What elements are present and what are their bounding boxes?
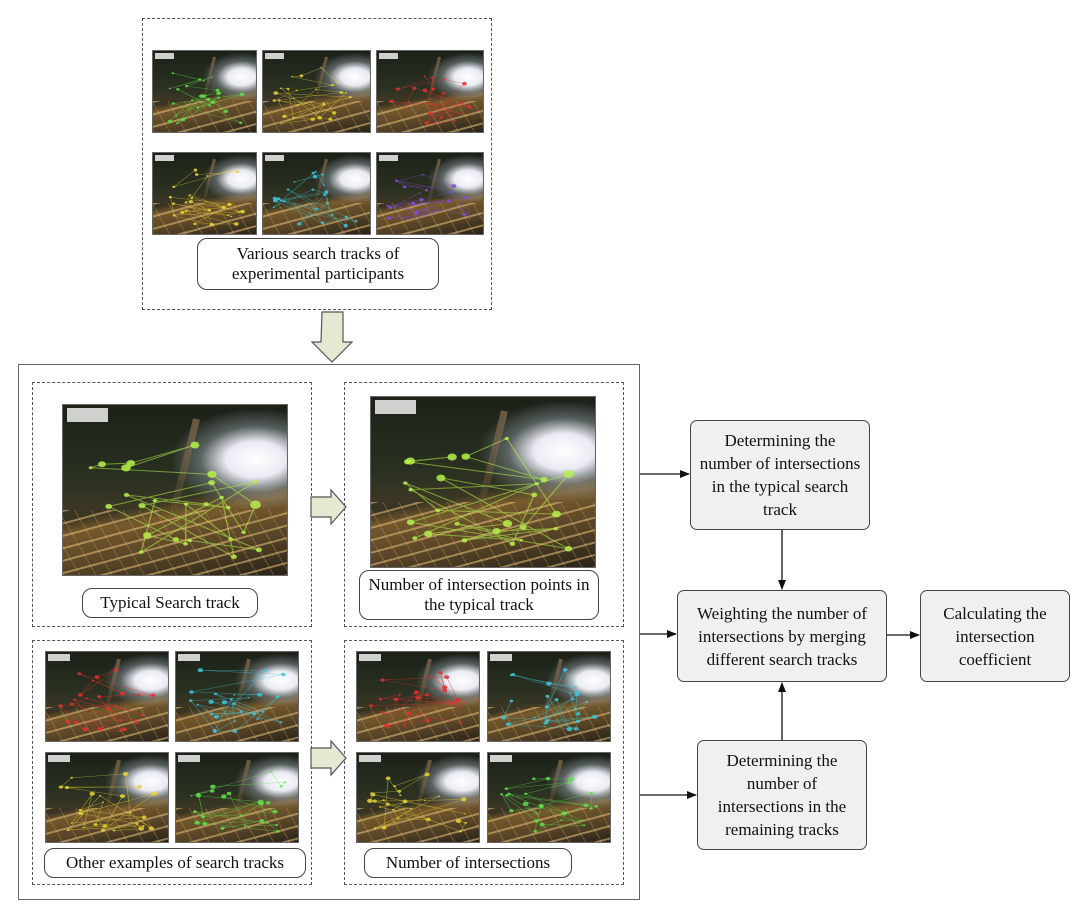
track-image-yellow-2	[152, 152, 257, 235]
gaze-points	[167, 72, 245, 125]
gaze-points	[188, 668, 286, 734]
gaze-points	[388, 75, 472, 125]
step-calculate-coefficient: Calculating the intersection coefficient	[920, 590, 1070, 682]
intersection-typical-image	[370, 396, 596, 568]
label-typical-track: Typical Search track	[82, 588, 258, 618]
track-image-red	[376, 50, 484, 133]
label-intersection-points-typical: Number of intersection points in the typ…	[359, 570, 599, 620]
analysis-container	[18, 364, 640, 900]
participants-tracks-group	[142, 18, 492, 310]
block-arrow-down	[310, 311, 354, 363]
typical-track-image	[62, 404, 288, 576]
step-determine-remaining: Determining the number of intersections …	[697, 740, 867, 850]
intersection-track-green	[487, 752, 611, 843]
gaze-points	[58, 668, 156, 733]
other-track-yellow	[45, 752, 169, 843]
other-track-cyan	[175, 651, 299, 742]
other-track-red	[45, 651, 169, 742]
intersection-track-yellow	[356, 752, 480, 843]
track-image-green	[152, 50, 257, 133]
step-weighting: Weighting the number of intersections by…	[677, 590, 887, 682]
track-image-purple	[376, 152, 484, 235]
gaze-points	[190, 770, 287, 833]
track-image-yellow	[262, 50, 371, 133]
gaze-points	[369, 671, 466, 729]
gaze-points	[403, 436, 574, 552]
gaze-points	[58, 771, 158, 832]
gaze-points	[272, 170, 358, 228]
gaze-points	[272, 67, 352, 125]
intersection-track-cyan	[487, 651, 611, 742]
gaze-points	[501, 668, 598, 732]
label-number-of-intersections: Number of intersections	[364, 848, 572, 878]
track-image-cyan	[262, 152, 371, 235]
gaze-points	[367, 772, 467, 833]
other-track-green	[175, 752, 299, 843]
step-determine-typical: Determining the number of intersections …	[690, 420, 870, 530]
label-various-tracks: Various search tracks of experimental pa…	[197, 238, 439, 290]
gaze-points	[88, 441, 262, 560]
gaze-points	[500, 776, 599, 833]
label-other-examples: Other examples of search tracks	[44, 848, 306, 878]
gaze-points	[168, 168, 245, 227]
gaze-points	[386, 174, 471, 220]
intersection-track-red	[356, 651, 480, 742]
